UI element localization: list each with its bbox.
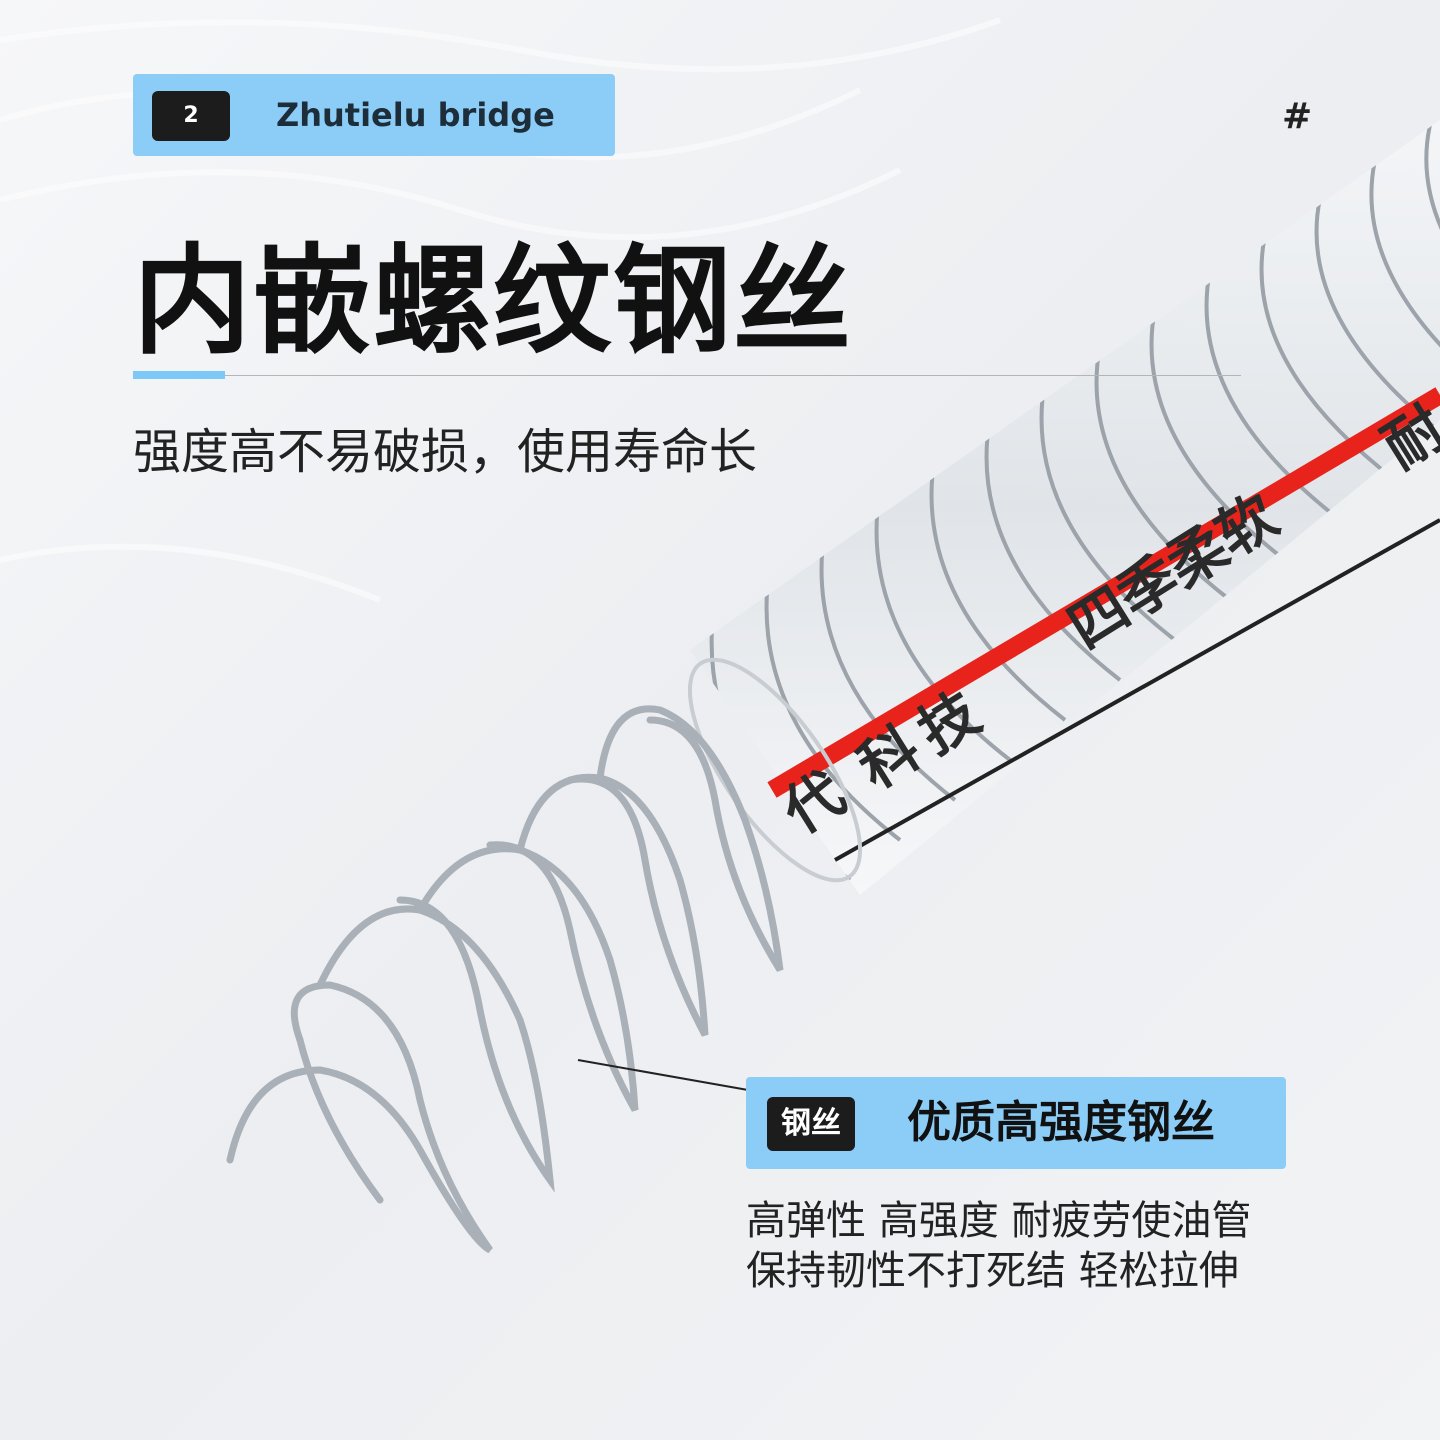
fabric-texture [0,17,1002,603]
hose-red-stripe [767,387,1440,798]
feature-callout: 钢丝 优质高强度钢丝 [746,1077,1286,1169]
section-number: 2 [152,91,230,141]
description-line-2: 保持韧性不打死结 轻松拉伸 [746,1248,1239,1294]
callout-title: 优质高强度钢丝 [907,1097,1215,1148]
hose-black-line [834,518,1440,862]
section-label: Zhutielu bridge [276,96,555,134]
hose-wire-rings [709,124,1440,882]
feature-description: 高弹性 高强度 耐疲劳使油管 保持韧性不打死结 轻松拉伸 [746,1196,1251,1296]
page-subtitle: 强度高不易破损，使用寿命长 [133,424,758,480]
page-title: 内嵌螺纹钢丝 [133,232,854,370]
description-line-1: 高弹性 高强度 耐疲劳使油管 [746,1198,1252,1244]
divider-accent [133,371,225,379]
callout-tag: 钢丝 [767,1097,855,1151]
section-badge: 2 Zhutielu bridge [133,74,615,156]
divider-line [133,375,1241,376]
callout-pointer-line [577,1059,749,1091]
corner-hash-mark: # [1282,96,1313,137]
hose-tube [687,120,1440,895]
steel-wire-spring [226,705,784,1254]
